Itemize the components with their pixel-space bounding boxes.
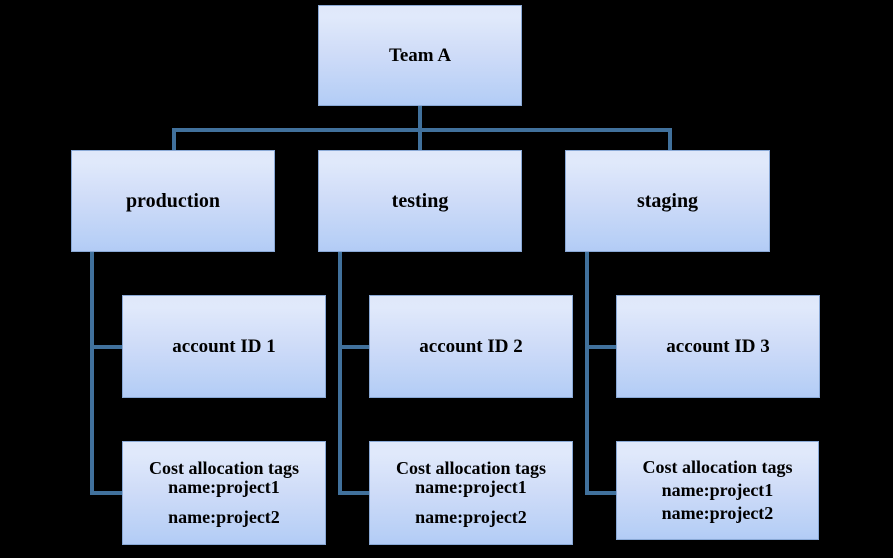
node-account-id-3[interactable]: account ID 3 [616, 295, 820, 398]
node-production[interactable]: production [71, 150, 275, 252]
connector-horizontal-bus [172, 128, 672, 132]
cost-tags-1-heading: Cost allocation tags [149, 458, 299, 479]
connector-testing-to-tags-2 [338, 491, 371, 495]
connector-production-spine [90, 251, 94, 495]
node-staging[interactable]: staging [565, 150, 770, 252]
connector-staging-to-account-3 [585, 345, 618, 349]
node-account-id-3-label: account ID 3 [666, 335, 770, 357]
node-team-a-label: Team A [388, 44, 452, 66]
cost-tags-2-heading: Cost allocation tags [396, 458, 546, 479]
cost-tags-3-tag-2: name:project2 [661, 503, 774, 524]
node-account-id-2[interactable]: account ID 2 [369, 295, 573, 398]
connector-bus-to-testing [418, 128, 422, 152]
cost-tags-2-tag-2: name:project2 [415, 506, 527, 527]
node-staging-label: staging [636, 189, 699, 212]
connector-production-to-tags-1 [90, 491, 124, 495]
node-cost-allocation-tags-3[interactable]: Cost allocation tags name:project1 name:… [616, 441, 819, 540]
connector-testing-to-account-2 [338, 345, 371, 349]
connector-bus-to-production [172, 128, 176, 152]
node-production-label: production [125, 189, 221, 212]
node-account-id-2-label: account ID 2 [419, 335, 523, 357]
node-account-id-1[interactable]: account ID 1 [122, 295, 326, 398]
connector-bus-to-staging [668, 128, 672, 152]
node-team-a[interactable]: Team A [318, 5, 522, 106]
connector-production-to-account-1 [90, 345, 124, 349]
connector-staging-spine [585, 251, 589, 495]
connector-testing-spine [338, 251, 342, 495]
node-cost-allocation-tags-2[interactable]: Cost allocation tags name:project1 name:… [369, 441, 573, 545]
node-testing-label: testing [391, 189, 449, 212]
node-testing[interactable]: testing [318, 150, 522, 252]
node-cost-allocation-tags-1[interactable]: Cost allocation tags name:project1 name:… [122, 441, 326, 545]
cost-tags-2-tag-1: name:project1 [415, 477, 527, 498]
cost-tags-1-tag-2: name:project2 [168, 506, 280, 527]
cost-tags-3-heading: Cost allocation tags [642, 456, 793, 477]
cost-tags-1-tag-1: name:project1 [168, 477, 280, 498]
connector-staging-to-tags-3 [585, 491, 618, 495]
connector-root-stem [418, 105, 422, 132]
cost-tags-3-tag-1: name:project1 [661, 479, 774, 500]
node-account-id-1-label: account ID 1 [172, 335, 276, 357]
